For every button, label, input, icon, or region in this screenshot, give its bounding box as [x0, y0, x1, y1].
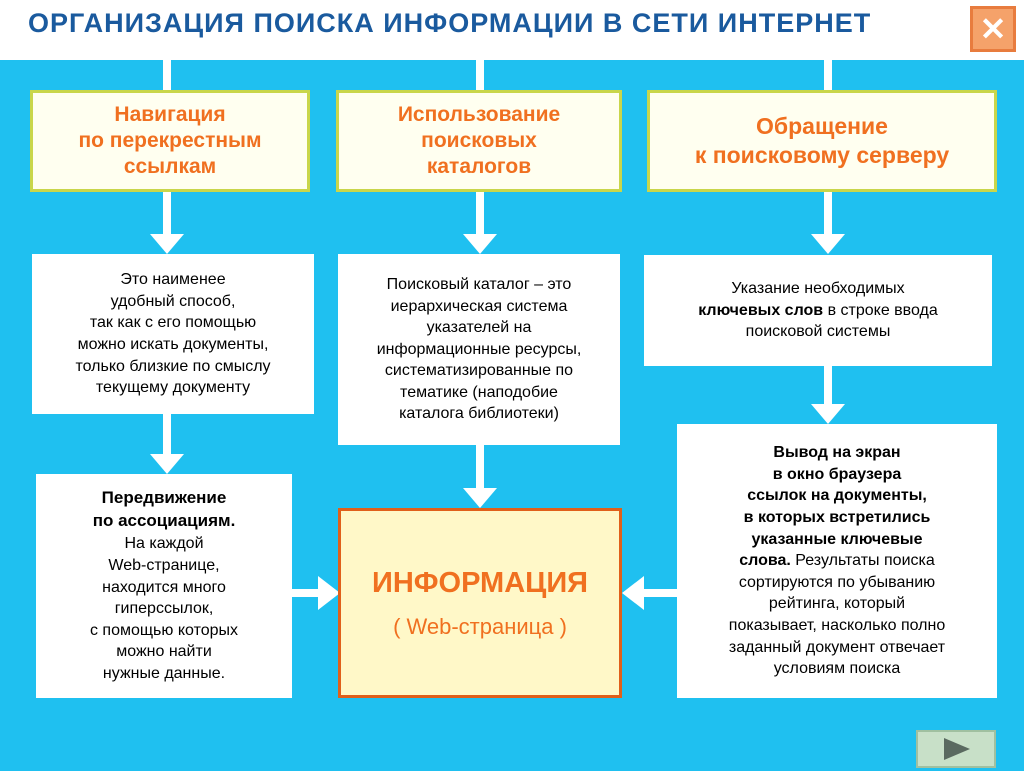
results-line: условиям поиска: [773, 660, 901, 678]
close-icon: ✕: [979, 11, 1007, 47]
desc-line: иерархическая система: [390, 297, 568, 315]
desc-line: систематизированные по: [384, 362, 574, 380]
assoc-line: находится много: [102, 578, 226, 596]
assoc-line: На каждой: [124, 535, 204, 553]
method-catalogs: Использование поисковых каталогов: [336, 90, 622, 192]
assoc-bold-line: Передвижение: [101, 488, 227, 508]
results-bold-word: слова.: [739, 552, 791, 570]
results-mixed-line: слова. Результаты поиска: [677, 550, 997, 572]
assoc-line: нужные данные.: [102, 664, 226, 682]
catalog-description: Поисковый каталог – это иерархическая си…: [338, 254, 620, 445]
next-slide-button[interactable]: [916, 730, 996, 768]
desc-line: каталога библиотеки): [399, 405, 559, 423]
desc-line: Поисковый каталог – это: [386, 275, 572, 293]
method-line: ссылкам: [123, 155, 217, 179]
information-box: ИНФОРМАЦИЯ ( Web-страница ): [338, 508, 622, 698]
method-line: каталогов: [426, 155, 532, 179]
results-bold-line: указанные ключевые: [751, 530, 923, 548]
desc-line: так как с его помощью: [89, 314, 257, 332]
play-arrow-icon: [944, 738, 970, 760]
assoc-line: гиперссылок,: [114, 600, 214, 618]
method-search-server: Обращение к поисковому серверу: [647, 90, 997, 192]
page-title: ОРГАНИЗАЦИЯ ПОИСКА ИНФОРМАЦИИ В СЕТИ ИНТ…: [28, 8, 872, 38]
method-line: по перекрестным: [78, 128, 262, 152]
desc-line-rest: в строке ввода: [823, 301, 938, 319]
server-description: Указание необходимых ключевых слов в стр…: [644, 255, 992, 366]
connector-line: [824, 60, 832, 90]
desc-line: указателей на: [426, 319, 532, 337]
down-arrow-shaft: [824, 192, 832, 234]
down-arrow-head: [811, 404, 845, 424]
connector-line: [163, 60, 171, 90]
desc-line: можно искать документы,: [77, 336, 269, 353]
assoc-line: можно найти: [116, 643, 212, 661]
down-arrow-shaft: [163, 192, 171, 234]
method-navigation: Навигация по перекрестным ссылкам: [30, 90, 310, 192]
header-bar: ОРГАНИЗАЦИЯ ПОИСКА ИНФОРМАЦИИ В СЕТИ ИНТ…: [0, 0, 1024, 60]
left-arrow-head: [622, 576, 644, 610]
down-arrow-head: [463, 234, 497, 254]
navigation-description: Это наименее удобный способ, так как с е…: [32, 254, 314, 414]
method-line: поисковых: [421, 128, 537, 152]
down-arrow-shaft: [163, 414, 171, 454]
desc-line: текущему документу: [95, 379, 251, 397]
connector-line: [476, 60, 484, 90]
close-button[interactable]: ✕: [970, 6, 1016, 52]
desc-line: информационные ресурсы,: [376, 340, 582, 358]
results-line: показывает, насколько полно: [728, 616, 946, 634]
down-arrow-head: [811, 234, 845, 254]
results-bold-line: Вывод на экран: [773, 444, 901, 462]
down-arrow-head: [150, 454, 184, 474]
results-bold-line: в которых встретились: [743, 509, 931, 527]
assoc-line: Web-странице,: [108, 556, 220, 574]
results-line: заданный документ отвечает: [728, 638, 946, 656]
down-arrow-head: [463, 488, 497, 508]
method-line: Использование: [397, 102, 561, 126]
assoc-bold-line: по ассоциациям.: [92, 511, 236, 531]
desc-line: поисковой системы: [745, 323, 891, 341]
method-line: Обращение: [756, 113, 888, 140]
desc-line: тематике (наподобие: [400, 383, 558, 401]
desc-line: Это наименее: [120, 271, 226, 289]
desc-line: ключевых слов в строке ввода: [644, 300, 992, 322]
keywords-emphasis: ключевых слов: [698, 301, 824, 319]
assoc-line: с помощью которых: [89, 621, 239, 639]
down-arrow-shaft: [824, 366, 832, 404]
right-arrow-shaft: [292, 589, 318, 597]
desc-line: только близкие по смыслу: [75, 357, 271, 375]
results-line: сортируются по убыванию: [738, 573, 936, 591]
desc-line: удобный способ,: [110, 292, 236, 310]
information-title: ИНФОРМАЦИЯ: [371, 566, 589, 599]
desc-line: Указание необходимых: [731, 280, 905, 298]
results-bold-line: в окно браузера: [772, 465, 902, 483]
down-arrow-head: [150, 234, 184, 254]
down-arrow-shaft: [476, 445, 484, 488]
right-arrow-head: [318, 576, 340, 610]
down-arrow-shaft: [476, 192, 484, 234]
results-bold-line: ссылок на документы,: [747, 487, 927, 505]
results-box: Вывод на экран в окно браузера ссылок на…: [677, 424, 997, 698]
method-line: Навигация: [114, 102, 226, 126]
left-arrow-shaft: [644, 589, 677, 597]
results-line: рейтинга, который: [768, 595, 906, 613]
information-subtitle: ( Web-страница ): [393, 613, 567, 639]
results-rest: Результаты поиска: [790, 552, 935, 570]
associations-box: Передвижение по ассоциациям. На каждой W…: [36, 474, 292, 698]
method-line: к поисковому серверу: [694, 142, 950, 168]
